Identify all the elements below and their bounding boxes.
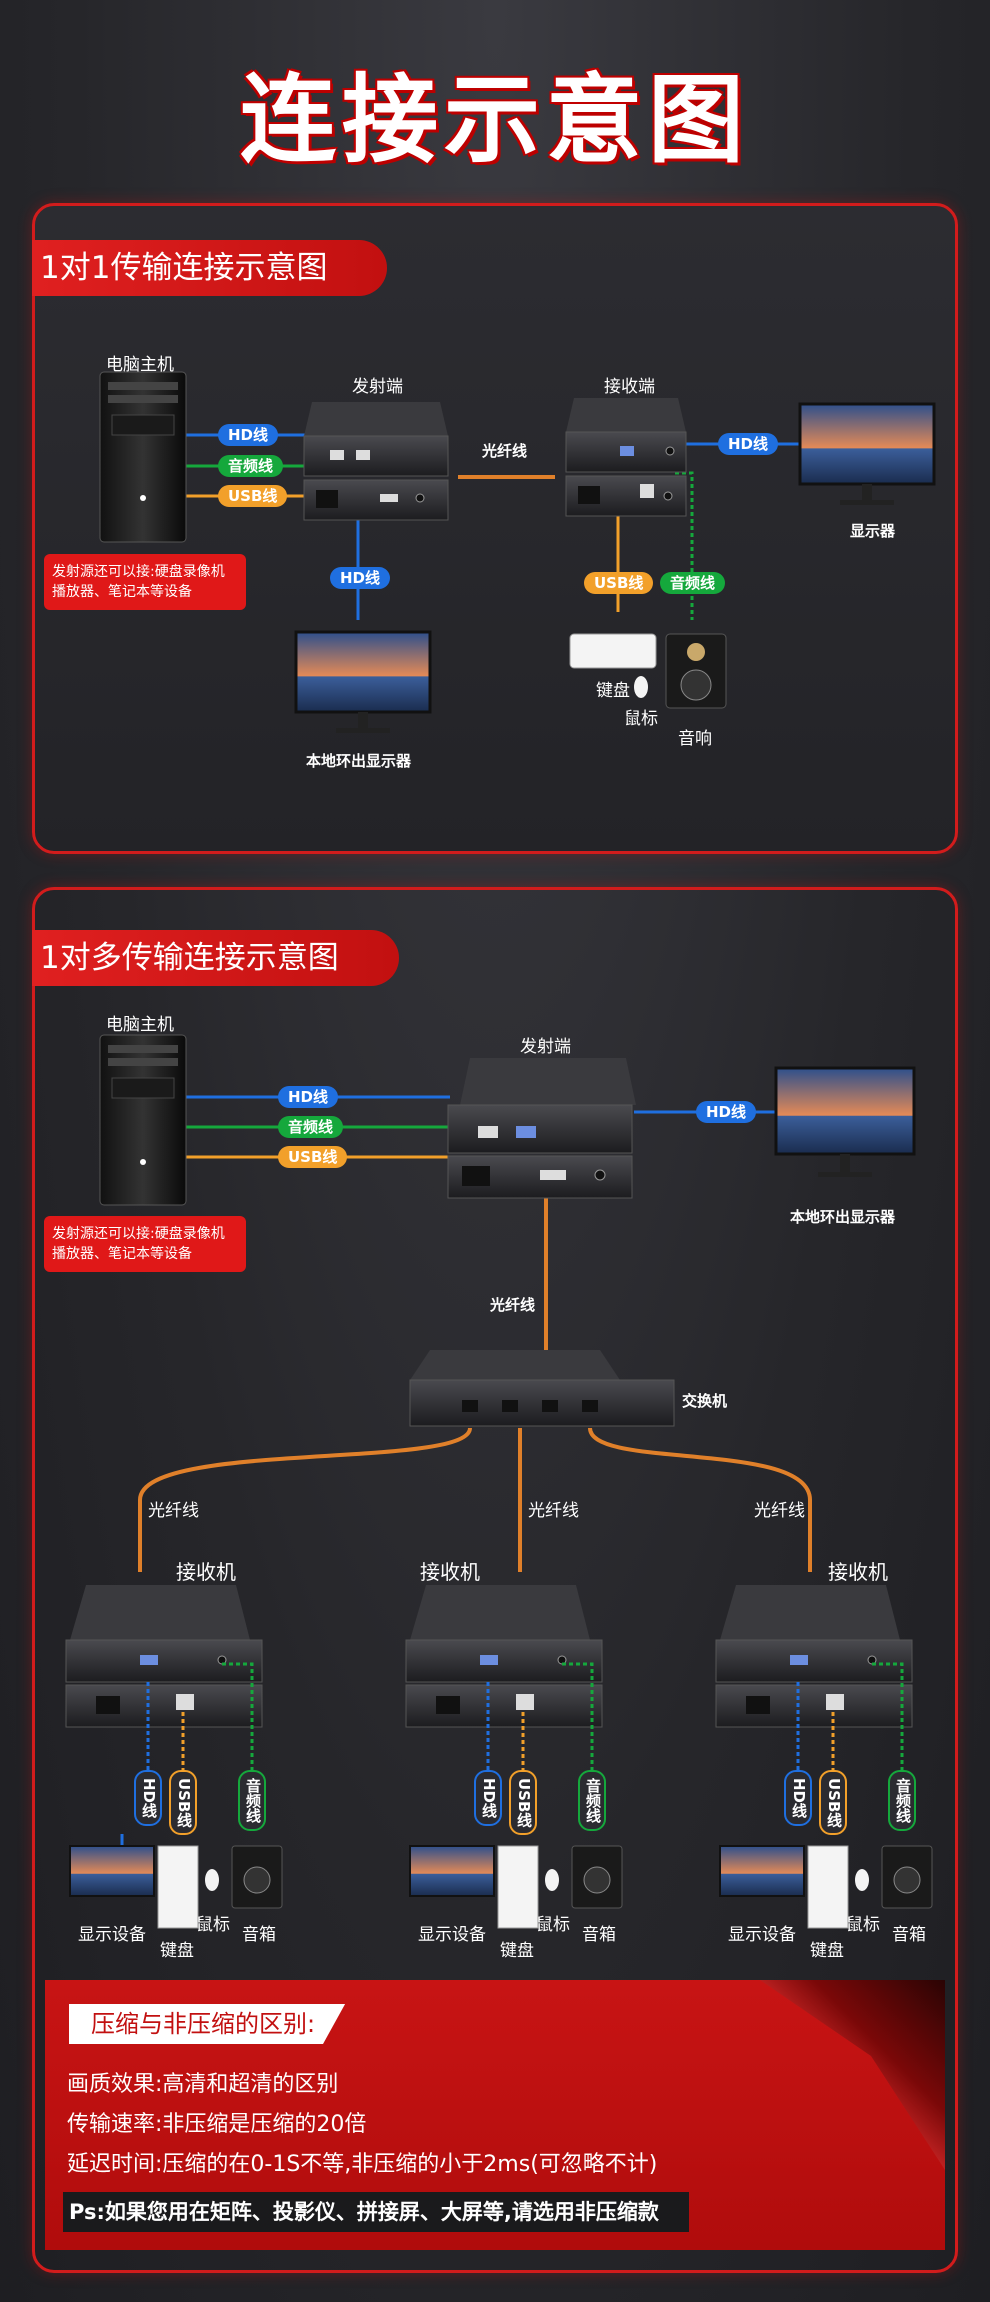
section1-usb-pill: USB线 [218,485,288,507]
section1-receiver-label: 接收端 [604,377,655,397]
section1-mouse-label: 鼠标 [624,709,658,729]
switch-label: 交换机 [682,1392,728,1410]
receiver-1-usb-pill: USB线 [169,1770,197,1836]
section1-pc-tower [99,371,187,543]
section1-display-label: 显示器 [850,522,896,540]
section2-usb-pill: USB线 [278,1146,348,1168]
receiver-3-audio-pill: 音频线 [888,1770,916,1831]
compare-box: 压缩与非压缩的区别: 画质效果:高清和超清的区别 传输速率:非压缩是压缩的20倍… [45,1980,945,2250]
receiver-3-label: 接收机 [828,1560,888,1584]
section2-receiver-2 [405,1585,623,1929]
section1-note: 发射源还可以接:硬盘录像机播放器、笔记本等设备 [44,554,246,610]
receiver-2-audio-pill: 音频线 [578,1770,606,1831]
section1-keyboard [569,633,657,669]
compare-ps: Ps:如果您用在矩阵、投影仪、拼接屏、大屏等,请选用非压缩款 [63,2192,689,2232]
receiver-3-hd-pill: HD线 [784,1770,812,1827]
section1-fiber-label: 光纤线 [482,442,528,460]
receiver-1-mouse-label: 鼠标 [196,1915,230,1935]
section1-display [798,402,936,505]
receiver-1-hd-pill: HD线 [134,1770,162,1827]
section1-transmitter [303,402,449,521]
section2-local-monitor [774,1066,916,1177]
receiver-1-label: 接收机 [176,1560,236,1584]
section1-mouse [634,676,648,698]
section1-keyboard-label: 键盘 [596,681,630,701]
receiver-2-usb-pill: USB线 [509,1770,537,1836]
section1-speaker [665,633,727,709]
section2-note: 发射源还可以接:硬盘录像机播放器、笔记本等设备 [44,1216,246,1272]
receiver-2-fiber-label: 光纤线 [528,1501,579,1521]
section1-receiver [565,398,687,517]
section1-local-monitor-label: 本地环出显示器 [306,752,412,770]
section2-audio-pill: 音频线 [278,1116,344,1138]
section1-audio-out-pill: 音频线 [660,572,726,594]
section2-hd-pill: HD线 [278,1086,339,1108]
section2-pc-label: 电脑主机 [106,1015,174,1035]
receiver-3-fiber-label: 光纤线 [754,1501,805,1521]
receiver-3-mouse-label: 鼠标 [846,1915,880,1935]
section2-pc-tower [99,1034,187,1206]
section1-speaker-label: 音响 [678,729,712,749]
section1-usb-out-pill: USB线 [584,572,654,594]
receiver-2-mouse-label: 鼠标 [536,1915,570,1935]
receiver-2-speaker-label: 音箱 [582,1925,616,1945]
section1-transmitter-label: 发射端 [352,377,403,397]
section1-local-monitor [294,630,432,733]
receiver-1-fiber-label: 光纤线 [148,1501,199,1521]
section1-pc-label: 电脑主机 [106,355,174,375]
receiver-3-display-label: 显示设备 [728,1925,796,1945]
receiver-2-hd-pill: HD线 [474,1770,502,1827]
compare-heading: 压缩与非压缩的区别: [69,2004,346,2044]
receiver-2-display-label: 显示设备 [418,1925,486,1945]
compare-line-3: 延迟时间:压缩的在0-1S不等,非压缩的小于2ms(可忽略不计) [67,2152,658,2177]
receiver-1-audio-pill: 音频线 [238,1770,266,1831]
section2-local-hd-pill: HD线 [696,1101,757,1123]
section2-local-monitor-label: 本地环出显示器 [790,1208,896,1226]
receiver-1-display-label: 显示设备 [78,1925,146,1945]
receiver-1-speaker-label: 音箱 [242,1925,276,1945]
receiver-2-keyboard-label: 键盘 [500,1941,534,1961]
section2-transmitter-label: 发射端 [520,1037,571,1057]
receiver-3-speaker-label: 音箱 [892,1925,926,1945]
section2-transmitter [447,1058,636,1199]
receiver-3-usb-pill: USB线 [819,1770,847,1836]
section2-receiver-1 [65,1585,283,1929]
section2-fiber-label: 光纤线 [490,1296,536,1314]
section1-audio-pill: 音频线 [218,455,284,477]
section1-display-hd-pill: HD线 [718,433,779,455]
compare-line-1: 画质效果:高清和超清的区别 [67,2072,339,2097]
section1-hd-pill: HD线 [218,424,279,446]
section1-local-hd-pill: HD线 [330,567,391,589]
receiver-2-label: 接收机 [420,1560,480,1584]
receiver-1-keyboard-label: 键盘 [160,1941,194,1961]
section2-receiver-3 [715,1585,933,1929]
receiver-3-keyboard-label: 键盘 [810,1941,844,1961]
section2-title: 1对多传输连接示意图 [32,930,399,986]
page-title: 连接示意图 [240,64,750,176]
compare-line-2: 传输速率:非压缩是压缩的20倍 [67,2112,367,2137]
section1-title: 1对1传输连接示意图 [32,240,388,296]
switch [409,1350,675,1427]
